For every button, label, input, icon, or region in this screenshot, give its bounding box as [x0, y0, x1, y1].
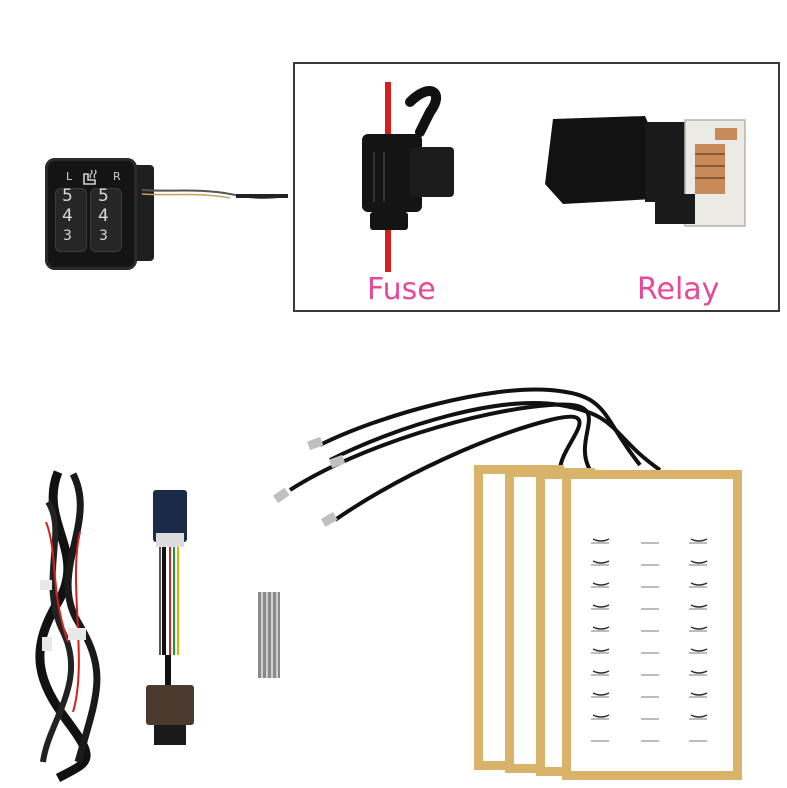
switch-right-label: R: [113, 170, 121, 183]
cable-ties-bundle: [258, 592, 280, 678]
right-level-mid: 4: [98, 206, 109, 226]
relay: [545, 116, 746, 227]
right-level-top: 5: [98, 186, 109, 206]
switch-left-label: L: [66, 170, 73, 183]
seat-heat-icon: [80, 168, 100, 186]
fuse-holder: [362, 82, 454, 272]
right-level-bottom: 3: [99, 228, 108, 244]
heating-pad-wires: [272, 387, 662, 527]
left-level-bottom: 3: [63, 228, 72, 244]
heating-pad-pattern: [591, 538, 708, 742]
switch-pigtail-wire: [141, 189, 289, 199]
fuse-caption: Fuse: [367, 272, 436, 307]
left-level-top: 5: [62, 186, 73, 206]
relay-caption: Relay: [637, 272, 720, 307]
switch-connector-cable: [146, 490, 194, 745]
heater-switch: L R 5 4 3 5 4 3: [0, 0, 300, 300]
inset-box: Fuse Relay: [293, 62, 780, 312]
left-rocker-button: [55, 188, 87, 252]
left-level-mid: 4: [62, 206, 73, 226]
heating-pad-4: [562, 470, 742, 780]
wiring-harness: [35, 470, 101, 782]
right-rocker-button: [90, 188, 122, 252]
